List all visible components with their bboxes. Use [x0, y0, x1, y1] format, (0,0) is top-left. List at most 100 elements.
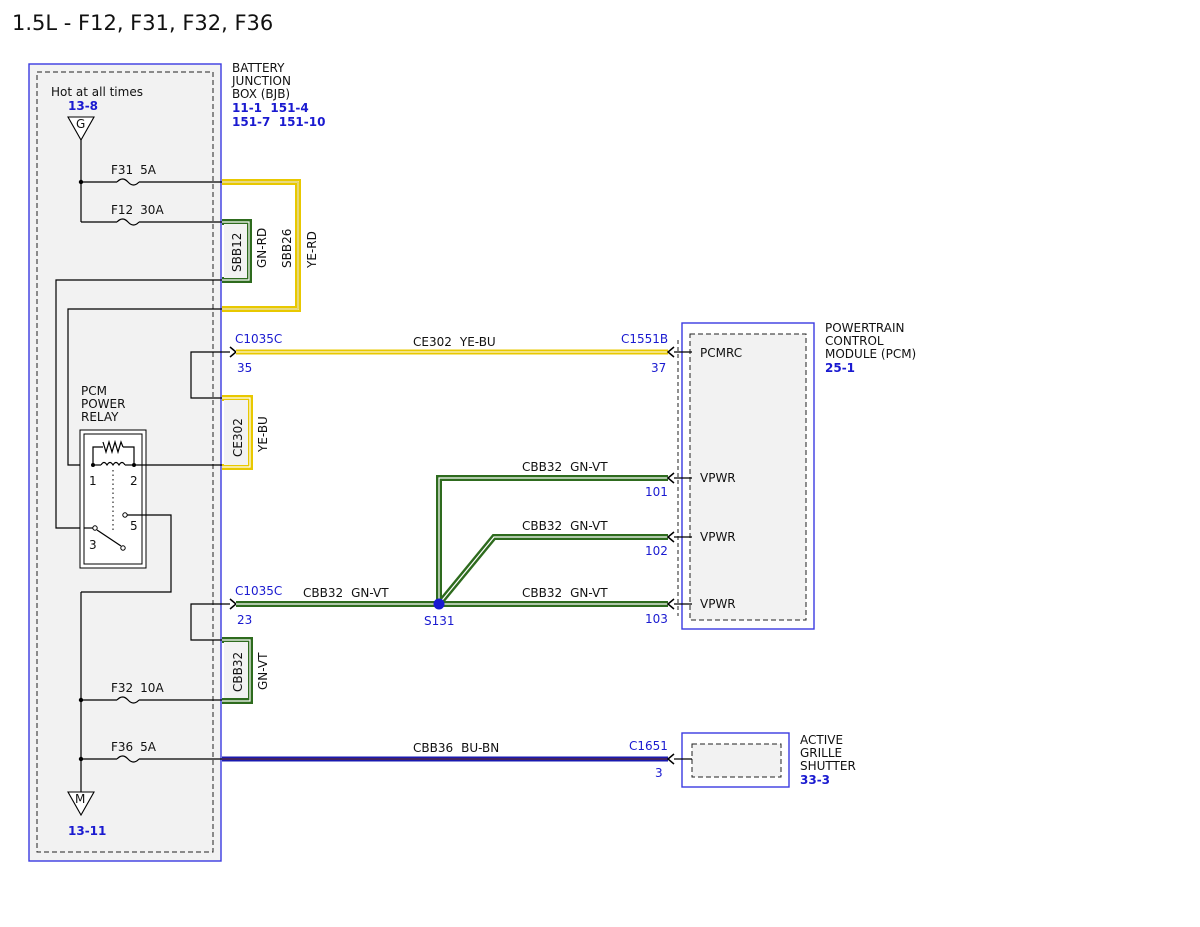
sbb12-box: [224, 224, 247, 278]
wire-cbb32-main-label: CBB32 GN-VT: [303, 586, 389, 600]
fuse-f32-rating: 10A: [140, 681, 164, 695]
fuse-f36-icon: [116, 755, 140, 763]
relay-coil-icon: [91, 439, 136, 467]
bjb-label-line3: BOX (BJB): [232, 87, 290, 101]
ground-g-letter: G: [76, 117, 85, 131]
pcm-pin-103-arrow-icon: [666, 598, 675, 610]
hot-at-all-times-label: Hot at all times: [51, 85, 143, 99]
grille-label-line3: SHUTTER: [800, 759, 856, 773]
fuse-f12-rating: 30A: [140, 203, 164, 217]
grille-label-line2: GRILLE: [800, 746, 842, 760]
fuse-f12-id: F12: [111, 203, 133, 217]
wire-cbb32-103-color: GN-VT: [570, 586, 608, 600]
fuse-f12-label: F12 30A: [111, 203, 164, 217]
ce302-box-label: CE302: [231, 418, 245, 457]
pcm-pin-pcmrc: PCMRC: [700, 346, 742, 360]
wire-ce302-circuit: CE302: [413, 335, 452, 349]
wire-cbb32-102-label: CBB32 GN-VT: [522, 519, 608, 533]
fuse-f32-label: F32 10A: [111, 681, 164, 695]
wire-sbb12-green: [222, 219, 252, 283]
grille-pin-3: 3: [655, 766, 663, 780]
cbb32-box-color: GN-VT: [256, 652, 270, 690]
bjb-label-line2: JUNCTION: [231, 74, 291, 88]
page-title: 1.5L - F12, F31, F32, F36: [12, 11, 273, 35]
grille-ref-link[interactable]: 33-3: [800, 773, 830, 787]
bjb-inner-box: [36, 71, 214, 853]
relay-switch-icon: [81, 512, 172, 593]
upper-bus-lines: [78, 140, 222, 223]
wire-cbb32-101-circuit: CBB32: [522, 460, 562, 474]
wire-cbb32-main-circuit: CBB32: [303, 586, 343, 600]
wire-cbb36-label: CBB36 BU-BN: [413, 741, 499, 755]
connector-c1035c-35-arrow-icon: [229, 346, 238, 358]
fuse-f31-id: F31: [111, 163, 133, 177]
pcm-label-line3: MODULE (PCM): [825, 347, 916, 361]
connector-c1035c-pin-23: 23: [237, 613, 252, 627]
sbb12-color-label: GN-RD: [255, 228, 269, 268]
pcm-pin-101: 101: [645, 485, 668, 499]
connector-c1651-arrow-icon: [666, 753, 675, 765]
pcm-pin-103: 103: [645, 612, 668, 626]
pcm-label-line2: CONTROL: [825, 334, 884, 348]
relay-label-line2: POWER: [81, 397, 125, 411]
pcm-inner-box: [689, 333, 807, 621]
lower-bus-lines: [78, 592, 222, 792]
sbb26-label: SBB26: [280, 229, 294, 268]
ce302-box: [224, 400, 248, 465]
connector-c1551b: C1551B: [621, 332, 668, 346]
sbb12-label: SBB12: [230, 233, 244, 272]
splice-s131-icon: [433, 598, 445, 610]
fuse-f36-rating: 5A: [140, 740, 157, 754]
bjb-refs-line2[interactable]: 151-7 151-10: [232, 115, 325, 129]
grille-label-line1: ACTIVE: [800, 733, 843, 747]
pcm-label-line1: POWERTRAIN: [825, 321, 905, 335]
pcm-pin-vpwr-103: VPWR: [700, 597, 736, 611]
fuse-f12-icon: [116, 218, 140, 226]
wire-cbb32-102-circuit: CBB32: [522, 519, 562, 533]
relay-label-line3: RELAY: [81, 410, 119, 424]
relay-label-line1: PCM: [81, 384, 107, 398]
wire-cbb36-circuit: CBB36: [413, 741, 453, 755]
fuse-f36-id: F36: [111, 740, 133, 754]
connector-c1551b-arrow-icon: [666, 346, 675, 358]
pcm-pin-37: 37: [651, 361, 666, 375]
wire-sbb26-yellow: [222, 179, 301, 312]
wire-cbb32-green-network: [236, 475, 668, 607]
ground-m-ref-link[interactable]: 13-11: [68, 824, 106, 838]
fuse-f36-label: F36 5A: [111, 740, 157, 754]
fuse-f32-id: F32: [111, 681, 133, 695]
wire-cbb36-color: BU-BN: [461, 741, 499, 755]
connector-c1035c-pin-35: 35: [237, 361, 252, 375]
ground-g-symbol-icon: [67, 116, 95, 142]
connector-c1035c-bottom: C1035C: [235, 584, 282, 598]
pcm-pin-101-arrow-icon: [666, 472, 675, 484]
pcm-pin-stubs: [674, 351, 692, 605]
relay-pin-3: 3: [89, 538, 97, 552]
pcm-ref-link[interactable]: 25-1: [825, 361, 855, 375]
splice-s131-label: S131: [424, 614, 455, 628]
pcm-pin-vpwr-101: VPWR: [700, 471, 736, 485]
relay-inner-box: [83, 433, 143, 565]
wire-ce302-color: YE-BU: [459, 335, 496, 349]
ce302-internal-line: [190, 351, 230, 399]
wire-ce302-loop: [222, 395, 253, 470]
connector-c1035c-23-arrow-icon: [229, 598, 238, 610]
ground-m-symbol-icon: [67, 791, 95, 817]
wire-cbb32-102-color: GN-VT: [570, 519, 608, 533]
grille-inner-box: [691, 743, 782, 778]
fuse-f32-icon: [116, 696, 140, 704]
wire-ce302-label: CE302 YE-BU: [413, 335, 496, 349]
sbb26-color-label: YE-RD: [305, 231, 319, 269]
wire-cbb32-loop: [222, 637, 253, 704]
cbb32-box-label: CBB32: [231, 652, 245, 692]
ce302-box-color: YE-BU: [256, 416, 270, 453]
bjb-refs-line1[interactable]: 11-1 151-4: [232, 101, 309, 115]
hot-ref-link[interactable]: 13-8: [68, 99, 98, 113]
wire-cbb32-main-color: GN-VT: [351, 586, 389, 600]
ground-m-letter: M: [75, 792, 85, 806]
relay-pin-1: 1: [89, 474, 97, 488]
wire-cbb32-101-color: GN-VT: [570, 460, 608, 474]
